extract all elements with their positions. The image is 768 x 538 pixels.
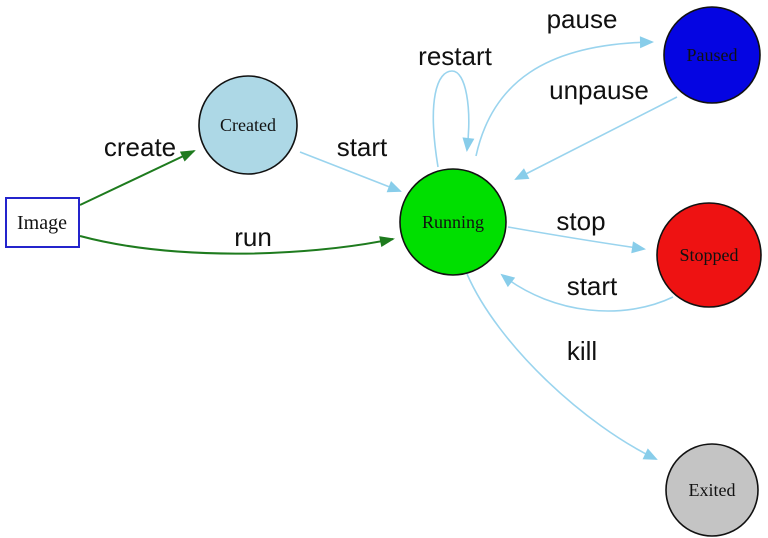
- node-label-paused: Paused: [687, 45, 738, 65]
- edge-run: [79, 235, 395, 255]
- node-paused-circle: [663, 6, 761, 104]
- edge-stop: [507, 226, 646, 254]
- edge-restart-selfloop: [432, 70, 475, 168]
- edge-kill: [466, 273, 658, 460]
- edge-label-run: run: [234, 222, 272, 252]
- edge-label-stop: stop: [556, 206, 605, 236]
- edge-start-stopped-running: [500, 273, 674, 312]
- edge-label-start-1: start: [337, 132, 388, 162]
- edge-label-pause: pause: [547, 4, 618, 34]
- node-running-circle: [399, 168, 507, 276]
- edge-unpause: [514, 96, 678, 180]
- edge-label-kill: kill: [567, 336, 597, 366]
- edge-label-restart: restart: [418, 41, 492, 71]
- node-label-image: Image: [17, 212, 67, 234]
- node-label-stopped: Stopped: [679, 245, 738, 265]
- node-created-circle: [198, 75, 298, 175]
- edge-label-unpause: unpause: [549, 75, 649, 105]
- node-label-exited: Exited: [689, 480, 736, 500]
- edge-label-create: create: [104, 132, 176, 162]
- node-label-created: Created: [220, 115, 276, 135]
- node-image-box: [5, 197, 80, 248]
- edge-label-start-2: start: [567, 271, 618, 301]
- edge-start-created-running: [299, 151, 402, 193]
- edge-create: [79, 150, 196, 206]
- node-stopped-circle: [656, 202, 762, 308]
- edge-pause: [475, 36, 654, 157]
- node-exited-circle: [665, 443, 759, 537]
- node-label-running: Running: [422, 212, 484, 232]
